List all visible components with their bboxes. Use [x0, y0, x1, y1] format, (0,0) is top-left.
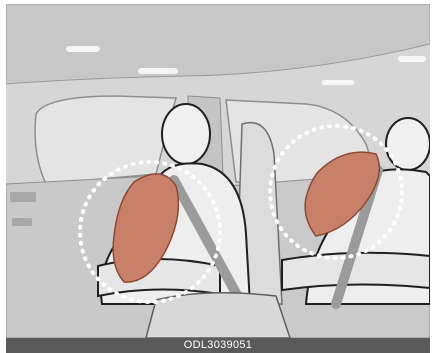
rear-occupant-head: [386, 118, 430, 170]
figure-caption-bar: ODL3039051: [6, 338, 430, 353]
door-switch: [10, 192, 36, 202]
center-armrest: [146, 293, 290, 338]
roof-light: [138, 68, 178, 74]
rear-occupant-arm: [282, 253, 430, 290]
vehicle-interior-illustration: [6, 4, 430, 338]
front-occupant-head: [162, 104, 210, 164]
door-switch: [12, 218, 32, 226]
cabin-drawing: [6, 4, 430, 338]
roof-light: [66, 46, 100, 52]
figure-code: ODL3039051: [6, 338, 430, 353]
roof-light: [322, 80, 354, 85]
roof-light: [398, 56, 426, 62]
side-window-front: [35, 96, 176, 184]
